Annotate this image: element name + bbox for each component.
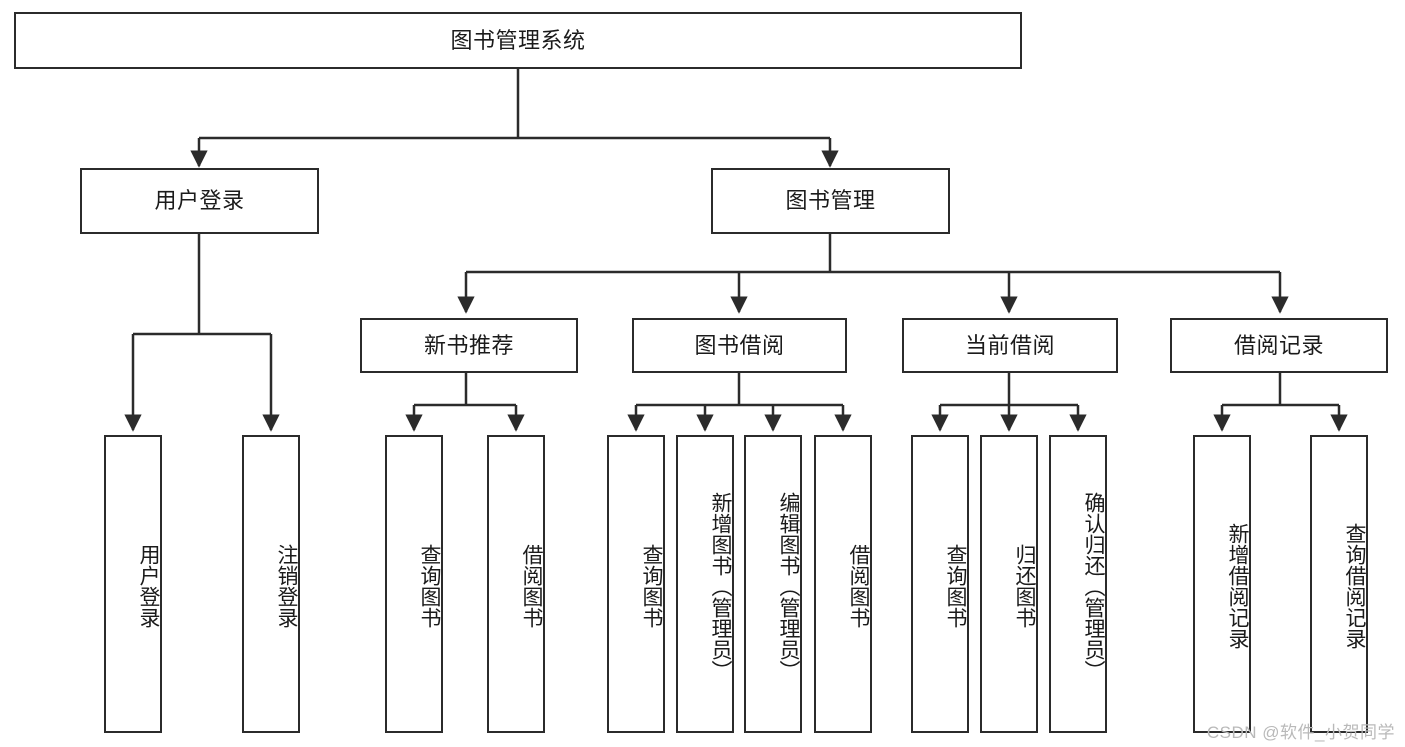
leaf-borrow-query-book-label: 查询图书 — [640, 544, 663, 628]
node-borrow-records-label: 借阅记录 — [1233, 332, 1324, 358]
node-user-login[interactable]: 用户登录 — [80, 168, 319, 234]
leaf-borrow-borrow-book[interactable]: 借阅图书 — [814, 435, 872, 733]
leaf-current-return-book-label: 归还图书 — [1013, 544, 1036, 628]
node-user-login-label: 用户登录 — [154, 188, 245, 213]
leaf-user-login[interactable]: 用户登录 — [104, 435, 162, 733]
leaf-borrow-add-book-admin[interactable]: 新增图书（管理员） — [676, 435, 734, 733]
node-current-borrow[interactable]: 当前借阅 — [902, 318, 1118, 373]
node-root[interactable]: 图书管理系统 — [14, 12, 1022, 69]
leaf-newbook-borrow-book[interactable]: 借阅图书 — [487, 435, 545, 733]
leaf-borrow-edit-book-admin[interactable]: 编辑图书（管理员） — [744, 435, 802, 733]
node-new-book-recommend[interactable]: 新书推荐 — [360, 318, 578, 373]
leaf-current-query-book-label: 查询图书 — [944, 544, 967, 628]
leaf-records-add-record[interactable]: 新增借阅记录 — [1193, 435, 1251, 733]
leaf-current-return-book[interactable]: 归还图书 — [980, 435, 1038, 733]
node-borrow-records[interactable]: 借阅记录 — [1170, 318, 1388, 373]
node-book-management-label: 图书管理 — [785, 188, 876, 213]
node-root-label: 图书管理系统 — [450, 27, 586, 53]
node-book-management[interactable]: 图书管理 — [711, 168, 950, 234]
leaf-borrow-add-book-admin-label: 新增图书（管理员） — [709, 491, 732, 681]
leaf-current-confirm-return-admin-label: 确认归还（管理员） — [1082, 491, 1105, 681]
leaf-logout-label: 注销登录 — [275, 544, 298, 628]
node-book-borrow-label: 图书借阅 — [694, 332, 785, 358]
leaf-borrow-query-book[interactable]: 查询图书 — [607, 435, 665, 733]
leaf-newbook-borrow-book-label: 借阅图书 — [520, 544, 543, 628]
node-new-book-recommend-label: 新书推荐 — [423, 332, 514, 358]
leaf-current-query-book[interactable]: 查询图书 — [911, 435, 969, 733]
leaf-logout[interactable]: 注销登录 — [242, 435, 300, 733]
csdn-watermark: CSDN @软件_小贺同学 — [1206, 723, 1395, 742]
leaf-current-confirm-return-admin[interactable]: 确认归还（管理员） — [1049, 435, 1107, 733]
leaf-user-login-label: 用户登录 — [137, 544, 160, 628]
leaf-newbook-query-book-label: 查询图书 — [418, 544, 441, 628]
leaf-records-query-record[interactable]: 查询借阅记录 — [1310, 435, 1368, 733]
node-book-borrow[interactable]: 图书借阅 — [632, 318, 847, 373]
leaf-records-query-record-label: 查询借阅记录 — [1343, 523, 1366, 649]
leaf-newbook-query-book[interactable]: 查询图书 — [385, 435, 443, 733]
node-current-borrow-label: 当前借阅 — [964, 332, 1055, 358]
leaf-borrow-edit-book-admin-label: 编辑图书（管理员） — [777, 491, 800, 681]
leaf-records-add-record-label: 新增借阅记录 — [1226, 523, 1249, 649]
leaf-borrow-borrow-book-label: 借阅图书 — [847, 544, 870, 628]
